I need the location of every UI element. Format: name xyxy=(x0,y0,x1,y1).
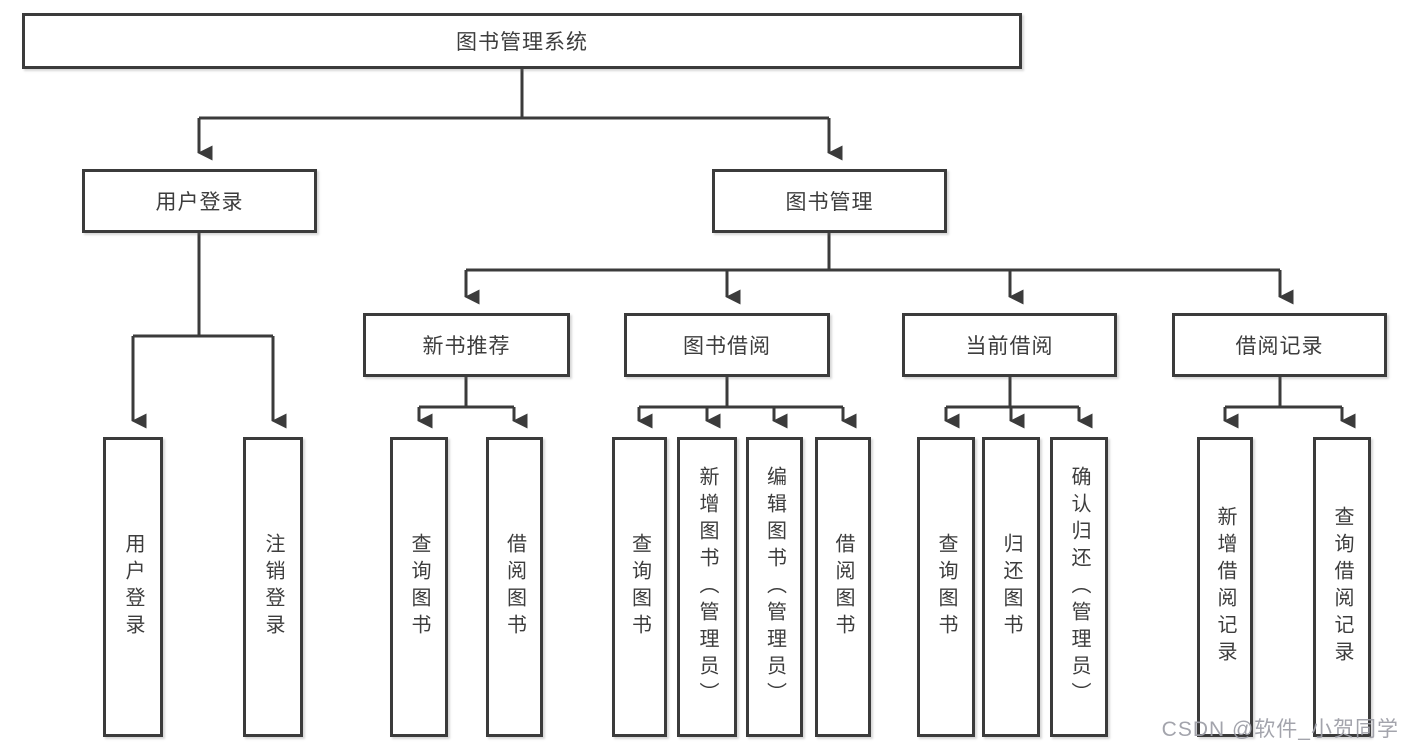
edge-new-book-recommend-bus xyxy=(419,377,514,409)
leaf-borrow-books-2-label: 借阅图书 xyxy=(832,533,854,641)
root-node-library-system: 图书管理系统 xyxy=(22,13,1022,69)
leaf-add-book-admin-label: 新增图书（管理员） xyxy=(696,465,718,709)
leaf-query-borrow-record: 查询借阅记录 xyxy=(1313,437,1371,737)
node-new-book-recommend: 新书推荐 xyxy=(363,313,570,377)
leaf-query-books-1: 查询图书 xyxy=(390,437,448,737)
leaf-query-books-3: 查询图书 xyxy=(917,437,975,737)
edge-user-login-bus xyxy=(133,233,273,338)
node-book-management: 图书管理 xyxy=(712,169,947,233)
leaf-query-books-1-label: 查询图书 xyxy=(408,533,430,641)
leaf-logout: 注销登录 xyxy=(243,437,303,737)
node-user-login: 用户登录 xyxy=(82,169,317,233)
leaf-confirm-return-admin: 确认归还（管理员） xyxy=(1050,437,1108,737)
node-book-management-label: 图书管理 xyxy=(785,191,874,214)
leaf-add-borrow-record: 新增借阅记录 xyxy=(1197,437,1253,737)
csdn-watermark: CSDN @软件_小贺同学 xyxy=(1161,718,1399,741)
leaf-return-book-label: 归还图书 xyxy=(1000,533,1022,641)
leaf-borrow-books-1: 借阅图书 xyxy=(486,437,543,737)
leaf-logout-label: 注销登录 xyxy=(262,533,284,641)
edge-borrow-records-bus xyxy=(1225,377,1342,409)
node-new-book-recommend-label: 新书推荐 xyxy=(422,335,511,358)
node-user-login-label: 用户登录 xyxy=(155,191,244,214)
leaf-edit-book-admin-label: 编辑图书（管理员） xyxy=(763,465,786,709)
edge-root-bus xyxy=(199,69,829,120)
node-borrow-records: 借阅记录 xyxy=(1172,313,1387,377)
leaf-user-login: 用户登录 xyxy=(103,437,163,737)
leaf-user-login-label: 用户登录 xyxy=(122,533,144,641)
edge-book-management-bus xyxy=(466,233,1280,272)
node-book-borrow: 图书借阅 xyxy=(624,313,830,377)
leaf-return-book: 归还图书 xyxy=(982,437,1040,737)
leaf-borrow-books-1-label: 借阅图书 xyxy=(503,533,526,641)
leaf-add-borrow-record-label: 新增借阅记录 xyxy=(1214,506,1236,668)
leaf-query-books-2: 查询图书 xyxy=(612,437,667,737)
leaf-query-books-2-label: 查询图书 xyxy=(628,533,651,641)
node-current-borrow-label: 当前借阅 xyxy=(965,335,1054,358)
leaf-query-books-3-label: 查询图书 xyxy=(935,533,957,641)
leaf-borrow-books-2: 借阅图书 xyxy=(815,437,871,737)
edge-current-borrow-bus xyxy=(946,377,1079,409)
node-book-borrow-label: 图书借阅 xyxy=(683,335,771,358)
root-node-label: 图书管理系统 xyxy=(456,31,588,54)
leaf-add-book-admin: 新增图书（管理员） xyxy=(677,437,737,737)
node-borrow-records-label: 借阅记录 xyxy=(1235,335,1324,358)
node-current-borrow: 当前借阅 xyxy=(902,313,1117,377)
leaf-confirm-return-admin-label: 确认归还（管理员） xyxy=(1068,465,1090,709)
leaf-edit-book-admin: 编辑图书（管理员） xyxy=(746,437,803,737)
leaf-query-borrow-record-label: 查询借阅记录 xyxy=(1331,506,1353,668)
edge-book-borrow-bus xyxy=(639,377,843,409)
